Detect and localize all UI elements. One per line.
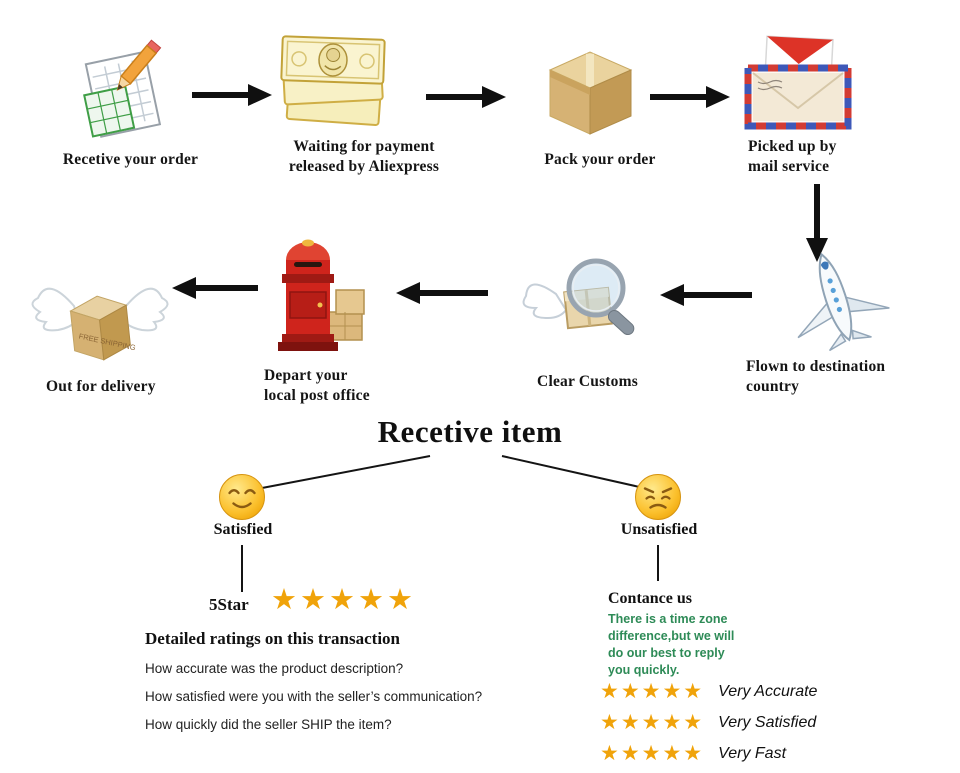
step-label-receive-order: Recetive your order xyxy=(62,151,199,168)
rating-row-satisfied: ★★★★★ Very Satisfied xyxy=(600,712,816,733)
customs-inspection-icon xyxy=(522,246,650,357)
receive-item-title: Recetive item xyxy=(330,414,610,450)
step-label-waiting-payment: Waiting for payment released by Aliexpre… xyxy=(288,138,440,176)
stars-satisfied: ★★★★★ xyxy=(600,710,705,734)
stars-fast: ★★★★★ xyxy=(600,741,705,765)
rating-label-fast: Very Fast xyxy=(718,744,787,762)
five-star-rating-stars: ★★★★★ xyxy=(271,582,416,616)
step-label-clear-customs: Clear Customs xyxy=(537,373,638,390)
rating-question-shipping: How quickly did the seller SHIP the item… xyxy=(145,717,392,732)
rating-row-fast: ★★★★★ Very Fast xyxy=(600,743,786,764)
contact-us-title: Contance us xyxy=(608,590,693,607)
unsatisfied-label: Unsatisfied xyxy=(620,521,698,538)
money-banknotes-icon xyxy=(268,30,398,140)
timezone-note: There is a time zone difference,but we w… xyxy=(608,612,735,677)
five-star-label: 5Star xyxy=(209,595,249,614)
step-label-pack-order: Pack your order xyxy=(544,151,656,168)
unsatisfied-emoji-icon xyxy=(633,472,683,527)
detailed-ratings-title: Detailed ratings on this transaction xyxy=(145,629,400,648)
step-label-out-for-delivery: Out for delivery xyxy=(46,378,156,395)
receive-item-title-text: Recetive item xyxy=(377,414,563,449)
order-note-icon xyxy=(68,38,180,151)
arrow-left-icon xyxy=(660,282,752,313)
rating-label-accurate: Very Accurate xyxy=(718,682,818,700)
arrow-right-icon xyxy=(192,82,272,113)
arrow-right-icon xyxy=(650,84,730,115)
step-label-depart-post-office: Depart your local post office xyxy=(264,367,370,405)
rating-question-accuracy: How accurate was the product description… xyxy=(145,661,404,676)
mail-envelope-icon xyxy=(740,28,858,141)
rating-row-accurate: ★★★★★ Very Accurate xyxy=(600,681,817,702)
arrow-down-icon xyxy=(804,184,830,267)
rating-label-satisfied: Very Satisfied xyxy=(718,713,817,731)
arrow-left-icon xyxy=(396,280,488,311)
postbox-icon xyxy=(262,234,380,363)
stars-accurate: ★★★★★ xyxy=(600,679,705,703)
arrow-left-icon xyxy=(172,275,258,306)
airplane-icon xyxy=(780,246,892,357)
step-label-flown-destination: Flown to destination country xyxy=(746,358,886,396)
arrow-right-icon xyxy=(426,84,506,115)
rating-question-communication: How satisfied were you with the seller’s… xyxy=(145,689,483,704)
package-box-icon xyxy=(538,40,643,143)
step-label-picked-up: Picked up by mail service xyxy=(748,138,837,176)
satisfied-emoji-icon xyxy=(217,472,267,527)
satisfied-label: Satisfied xyxy=(213,521,273,538)
winged-delivery-box-icon: FREE SHIPPING xyxy=(30,262,170,375)
